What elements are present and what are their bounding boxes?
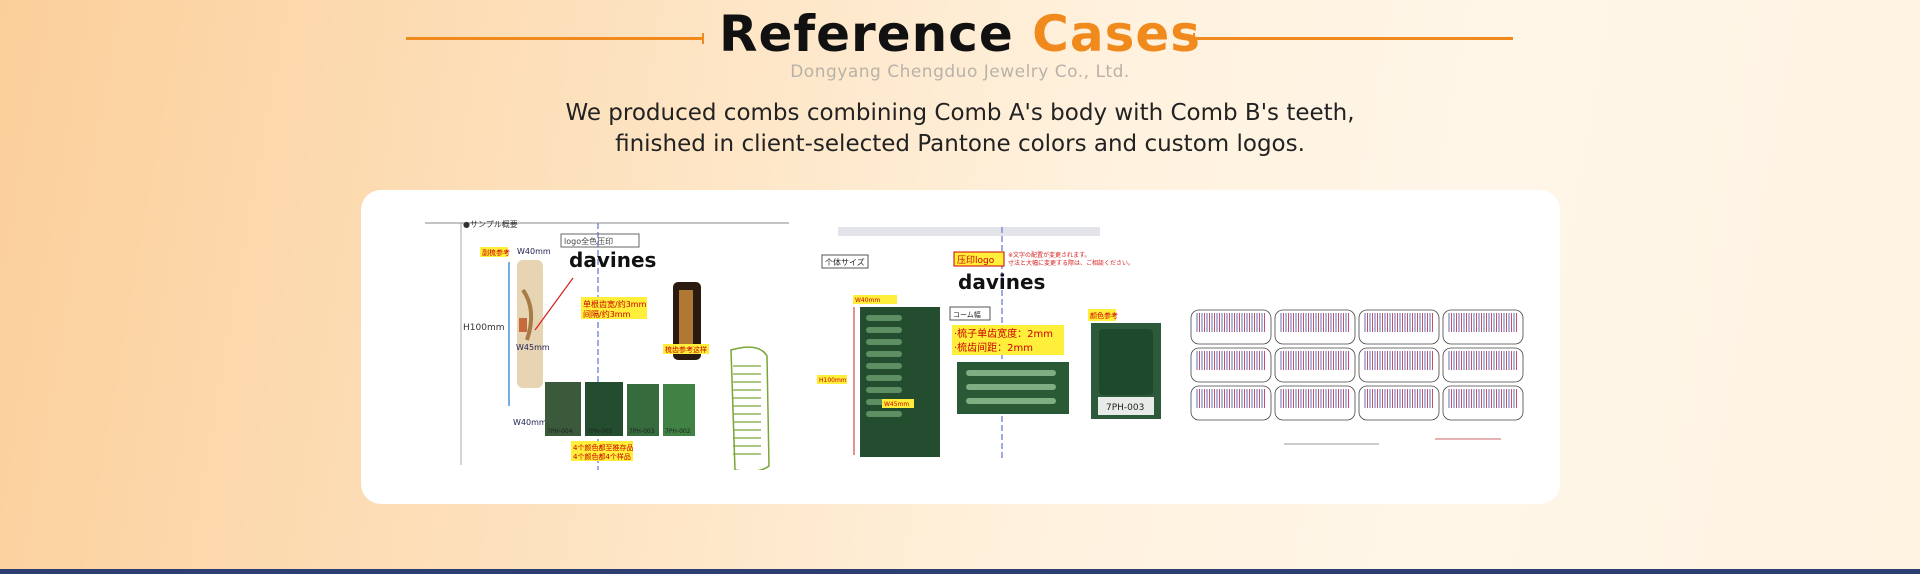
- drawing-a-swatch-3: 7ΡΗ-003: [629, 428, 655, 435]
- drawing-b-dim-h: H100mm: [819, 377, 847, 384]
- drawing-b-logo-tag: 压印logo: [957, 254, 995, 266]
- drawing-b-warn-line-2: 寸法と大幅に変更する際は、ご相談ください。: [1008, 259, 1134, 267]
- drawing-b-dim-w: W40mm: [855, 297, 880, 304]
- drawing-a-spec-line-1: 单根齿宽/约3mm: [583, 299, 647, 309]
- drawing-a-swatch-1: 7ΡΗ-004: [547, 428, 573, 435]
- drawing-a-swatch-4: 7ΡΗ-002: [665, 428, 691, 435]
- drawing-a-swatch-2: 7ΡΗ-005: [587, 428, 613, 435]
- drawing-b-dim-w2: W45mm: [884, 401, 909, 408]
- comb-outline-grid: [1190, 309, 1524, 421]
- section-description: We produced combs combining Comb A's bod…: [0, 98, 1920, 160]
- case-image-drawing-a[interactable]: ●サンプル概要 logo全色压印 副梳参考 W40mm davines H100…: [423, 220, 803, 470]
- drawing-b-size-tag: 个体サイズ: [825, 257, 865, 267]
- title-accent: Cases: [1032, 5, 1202, 63]
- title-main: Reference: [718, 5, 1014, 63]
- drawing-a-note-line-1: 4个颜色都至推存品: [573, 443, 633, 452]
- drawing-a-brand: davines: [569, 248, 656, 272]
- drawing-a-note-line-2: 4个颜色都4个样品: [573, 452, 631, 461]
- drawing-a-dim-h: H100mm: [463, 323, 504, 333]
- bottom-strip: [0, 569, 1920, 574]
- title-decoration-line-left: [406, 33, 704, 44]
- drawing-b-part-tag: コーム幅: [953, 310, 981, 319]
- drawing-b-brand: davines: [958, 270, 1045, 294]
- drawing-a-tag-ref: 副梳参考: [482, 248, 510, 257]
- drawing-a-logo-box: logo全色压印: [564, 236, 613, 246]
- drawing-a-dim-w-mid: W45mm: [516, 343, 550, 352]
- title-decoration-line-right: [1193, 33, 1513, 44]
- case-image-drawing-b[interactable]: 个体サイズ 压印logo ※文字の配置が変更されます。 寸法と大幅に変更する際は…: [816, 227, 1178, 460]
- drawing-a-heading: ●サンプル概要: [463, 220, 518, 229]
- section-header: Reference Cases Dongyang Chengduo Jewelr…: [0, 0, 1920, 180]
- description-line-2: finished in client-selected Pantone colo…: [615, 131, 1305, 157]
- drawing-b-spec-line-2: ·梳齿间距：2mm: [954, 341, 1033, 354]
- drawing-a-spec-line-2: 间隔/约3mm: [583, 309, 631, 319]
- drawing-a-dim-w-top: W40mm: [517, 247, 551, 256]
- drawing-b-color-tag: 颜色参考: [1090, 311, 1118, 320]
- section-title: Reference Cases: [0, 2, 1920, 66]
- drawing-a-dim-w-bottom: W40mm: [513, 418, 547, 427]
- drawing-a-tag-teeth: 梳齿参考这样: [665, 345, 707, 354]
- drawing-b-warn-line-1: ※文字の配置が変更されます。: [1008, 251, 1090, 259]
- description-line-1: We produced combs combining Comb A's bod…: [565, 100, 1355, 126]
- reference-cases-card: ●サンプル概要 logo全色压印 副梳参考 W40mm davines H100…: [361, 190, 1560, 504]
- drawing-b-swatch: 7ΡΗ-003: [1106, 403, 1144, 413]
- drawing-b-spec-line-1: ·梳子单齿宽度：2mm: [954, 327, 1053, 340]
- company-name: Dongyang Chengduo Jewelry Co., Ltd.: [790, 62, 1130, 82]
- case-image-comb-outlines[interactable]: [1189, 308, 1527, 448]
